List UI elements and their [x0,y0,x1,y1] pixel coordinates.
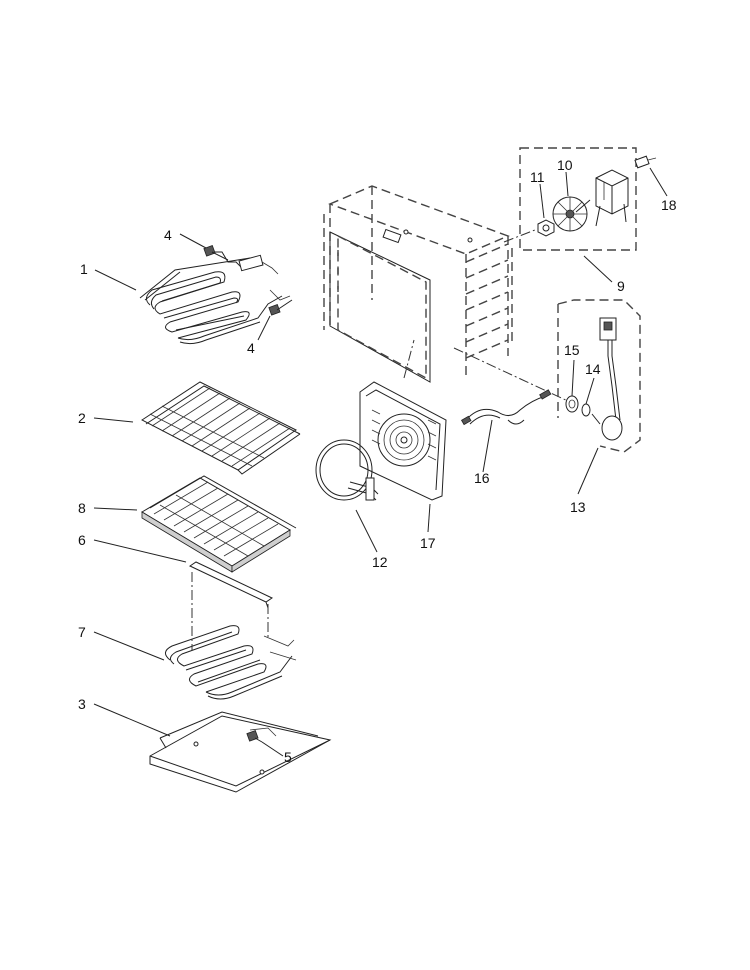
callout-16: 16 [474,470,490,486]
callout-17: 17 [420,535,436,551]
bake-element [165,572,297,700]
callout-9: 9 [617,278,625,294]
callout-3: 3 [78,696,86,712]
screw-bottom-panel [246,730,263,743]
callout-7: 7 [78,624,86,640]
callout-13: 13 [570,499,586,515]
convection-element [315,439,379,501]
callout-1: 1 [80,261,88,277]
convection-cover [359,339,447,501]
screw-lower [268,299,293,316]
callout-labels: 1 2 3 4 4 5 6 7 8 9 10 11 12 13 14 15 16… [78,157,677,765]
gliding-rack [141,475,297,573]
callout-8: 8 [78,500,86,516]
callout-10: 10 [557,157,573,173]
callout-12: 12 [372,554,388,570]
callout-18: 18 [661,197,677,213]
callout-14: 14 [585,361,601,377]
motor-screw [634,155,657,169]
callout-4-upper: 4 [164,227,172,243]
leader-lines [93,167,668,757]
screw-upper [203,245,229,261]
callout-15: 15 [564,342,580,358]
oven-cavity [323,185,571,403]
fan-motor-group [519,147,637,251]
callout-6: 6 [78,532,86,548]
oven-rack [141,381,301,475]
callout-5: 5 [284,749,292,765]
callout-2: 2 [78,410,86,426]
bottom-panel [149,711,332,793]
sensor-group [557,299,641,453]
callout-4-lower: 4 [247,340,255,356]
callout-11: 11 [530,169,545,185]
wire-harness [460,389,552,426]
broil-element [139,251,291,345]
